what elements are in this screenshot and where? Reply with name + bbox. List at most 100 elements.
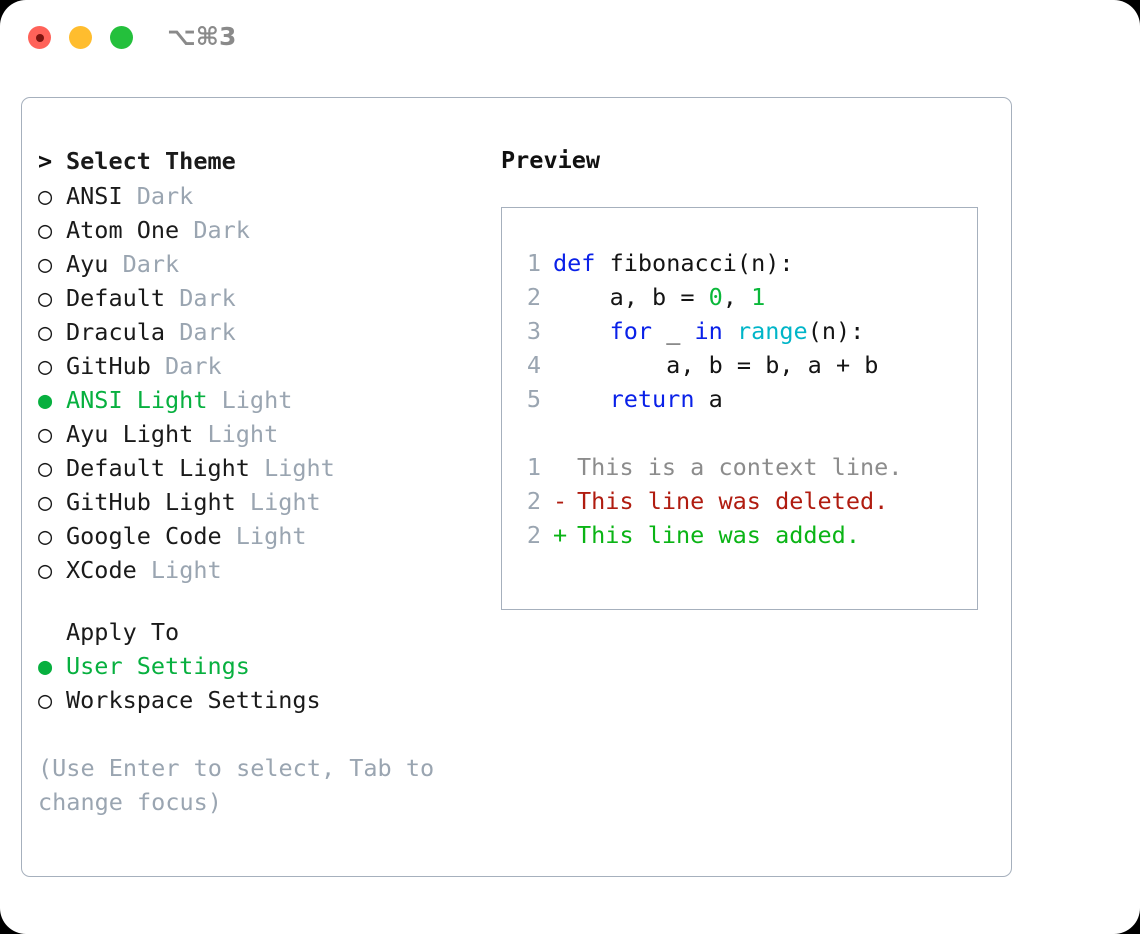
theme-list-item[interactable]: ○ Ayu Light Light <box>38 417 478 451</box>
line-number: 4 <box>526 351 541 379</box>
apply-to-option[interactable]: ●User Settings <box>38 649 478 683</box>
diff-marker-gap <box>565 518 577 552</box>
apply-to-heading: Apply To <box>66 618 180 646</box>
theme-list-item[interactable]: ○ Ayu Dark <box>38 247 478 281</box>
theme-list-item[interactable]: ○ Default Light Light <box>38 451 478 485</box>
diff-text: This line was added. <box>577 521 860 549</box>
code-token: 1 <box>751 283 766 311</box>
line-number: 1 <box>526 249 541 277</box>
code-token: a, b = b, a + b <box>553 351 879 379</box>
theme-name: Ayu <box>66 250 109 278</box>
radio-unselected-icon: ○ <box>38 284 53 312</box>
code-token: for <box>609 317 653 345</box>
code-token <box>553 317 610 345</box>
diff-line: 2+ This line was added. <box>517 518 902 552</box>
code-token: fibonacci(n): <box>595 249 794 277</box>
theme-name: ANSI <box>66 182 123 210</box>
code-line: 3 for _ in range(n): <box>517 314 902 348</box>
theme-variant: Light <box>221 522 307 550</box>
radio-unselected-icon: ○ <box>38 556 53 584</box>
code-line: 2 a, b = 0, 1 <box>517 280 902 314</box>
preview-title: Preview <box>501 146 601 174</box>
keyboard-shortcut-label: ⌥⌘3 <box>167 22 237 51</box>
code-token: in <box>694 317 723 345</box>
radio-unselected-icon: ○ <box>38 420 53 448</box>
theme-name: Ayu Light <box>66 420 194 448</box>
theme-variant: Dark <box>165 318 236 346</box>
theme-list-item[interactable]: ○ Atom One Dark <box>38 213 478 247</box>
code-token: a, b = <box>553 283 709 311</box>
theme-list-item[interactable]: ○ANSI Dark <box>38 179 478 213</box>
code-token: range <box>736 317 808 345</box>
panel-columns: >Select Theme ○ANSI Dark○Atom One Dark○A… <box>22 98 1011 876</box>
traffic-lights <box>28 26 133 49</box>
theme-list: ○ANSI Dark○Atom One Dark○Ayu Dark○Defaul… <box>38 179 478 587</box>
close-button[interactable] <box>28 26 51 49</box>
theme-variant: Light <box>207 386 293 414</box>
theme-variant: Dark <box>108 250 180 278</box>
theme-variant: Light <box>235 488 321 516</box>
code-line: 5 return a <box>517 382 902 416</box>
title-bar: ⌥⌘3 <box>0 0 1140 78</box>
theme-name: GitHub <box>66 352 151 380</box>
theme-picker-heading: >Select Theme <box>38 143 478 179</box>
minimize-button[interactable] <box>69 26 92 49</box>
code-token: 0 <box>708 283 723 311</box>
code-line: 4 a, b = b, a + b <box>517 348 902 382</box>
hint-gap <box>38 717 478 751</box>
caret-icon: > <box>38 147 53 175</box>
theme-list-item[interactable]: ● ANSI Light Light <box>38 383 478 417</box>
code-token: a <box>694 385 723 413</box>
keyboard-hint: (Use Enter to select, Tab to change focu… <box>38 754 449 816</box>
section-gap <box>38 587 478 615</box>
code-line: 1 def fibonacci(n): <box>517 246 902 280</box>
theme-name: Default Light <box>66 454 250 482</box>
line-number: 2 <box>526 487 541 515</box>
radio-unselected-icon: ○ <box>38 318 53 346</box>
radio-selected-icon: ● <box>38 652 53 680</box>
main-panel: >Select Theme ○ANSI Dark○Atom One Dark○A… <box>21 97 1012 877</box>
code-token <box>553 385 610 413</box>
theme-name: Atom One <box>66 216 180 244</box>
radio-unselected-icon: ○ <box>38 488 53 516</box>
radio-selected-icon: ● <box>38 386 53 414</box>
code-token: return <box>609 385 695 413</box>
theme-variant: Dark <box>122 182 194 210</box>
theme-name: Google Code <box>66 522 222 550</box>
code-blank-line <box>517 416 902 450</box>
theme-list-item[interactable]: ○ GitHub Light Light <box>38 485 478 519</box>
line-number: 2 <box>526 521 541 549</box>
theme-name: ANSI Light <box>66 386 208 414</box>
radio-unselected-icon: ○ <box>38 522 53 550</box>
theme-variant: Dark <box>150 352 222 380</box>
apply-to-list: ●User Settings○Workspace Settings <box>38 649 478 717</box>
diff-line: 1 This is a context line. <box>517 450 903 484</box>
code-token: def <box>553 249 596 277</box>
radio-unselected-icon: ○ <box>38 454 53 482</box>
theme-variant: Light <box>249 454 335 482</box>
theme-variant: Dark <box>165 284 236 312</box>
line-number: 5 <box>526 385 541 413</box>
diff-marker <box>553 450 565 484</box>
theme-list-item[interactable]: ○XCode Light <box>38 553 478 587</box>
code-token: , <box>722 283 752 311</box>
diff-marker-gap <box>565 484 577 518</box>
theme-list-item[interactable]: ○GitHub Dark <box>38 349 478 383</box>
theme-list-item[interactable]: ○ Google Code Light <box>38 519 478 553</box>
line-number: 2 <box>526 283 541 311</box>
theme-list-item[interactable]: ○Default Dark <box>38 281 478 315</box>
radio-unselected-icon: ○ <box>38 216 53 244</box>
radio-unselected-icon: ○ <box>38 250 53 278</box>
theme-list-item[interactable]: ○Dracula Dark <box>38 315 478 349</box>
code-token <box>723 317 737 345</box>
maximize-button[interactable] <box>110 26 133 49</box>
theme-variant: Dark <box>179 216 250 244</box>
code-token: _ <box>652 317 695 345</box>
apply-to-option[interactable]: ○Workspace Settings <box>38 683 478 717</box>
theme-variant: Light <box>193 420 279 448</box>
theme-name: GitHub Light <box>66 488 236 516</box>
diff-marker-gap <box>565 450 577 484</box>
